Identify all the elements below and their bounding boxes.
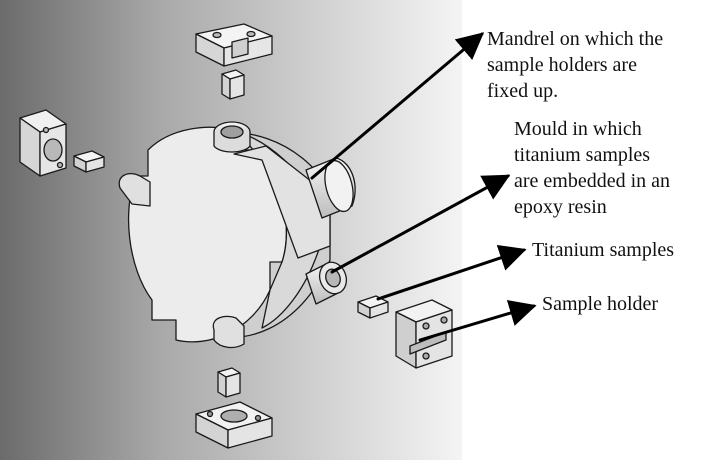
bottom-sample-holder (195, 401, 273, 449)
label-sample-holder: Sample holder (542, 293, 659, 315)
label-mould-line-2: titanium samples (514, 144, 651, 166)
label-mould-line-1: Mould in which (514, 118, 642, 140)
left-sample-holder (19, 109, 67, 177)
label-mandrel: Mandrel on which the sample holders are … (487, 26, 663, 104)
arrow-holder (418, 300, 537, 342)
right-sample-holder (395, 299, 453, 369)
label-mandrel-line-3: fixed up. (487, 80, 559, 102)
label-titanium-samples: Titanium samples (532, 239, 675, 261)
label-mould-line-3: are embedded in an (514, 170, 671, 192)
mandrel (118, 121, 331, 349)
label-mould: Mould in which titanium samples are embe… (514, 116, 670, 220)
left-titanium-sample (73, 150, 105, 173)
arrow-mould (330, 174, 511, 274)
arrow-titanium (376, 244, 527, 301)
label-mould-line-4: epoxy resin (514, 196, 607, 218)
top-sample-holder (195, 23, 273, 67)
label-mandrel-line-1: Mandrel on which the (487, 28, 664, 50)
arrow-mandrel (310, 32, 485, 180)
top-titanium-sample (221, 69, 245, 100)
label-mandrel-line-2: sample holders are (487, 54, 637, 76)
bottom-titanium-sample (217, 367, 241, 398)
